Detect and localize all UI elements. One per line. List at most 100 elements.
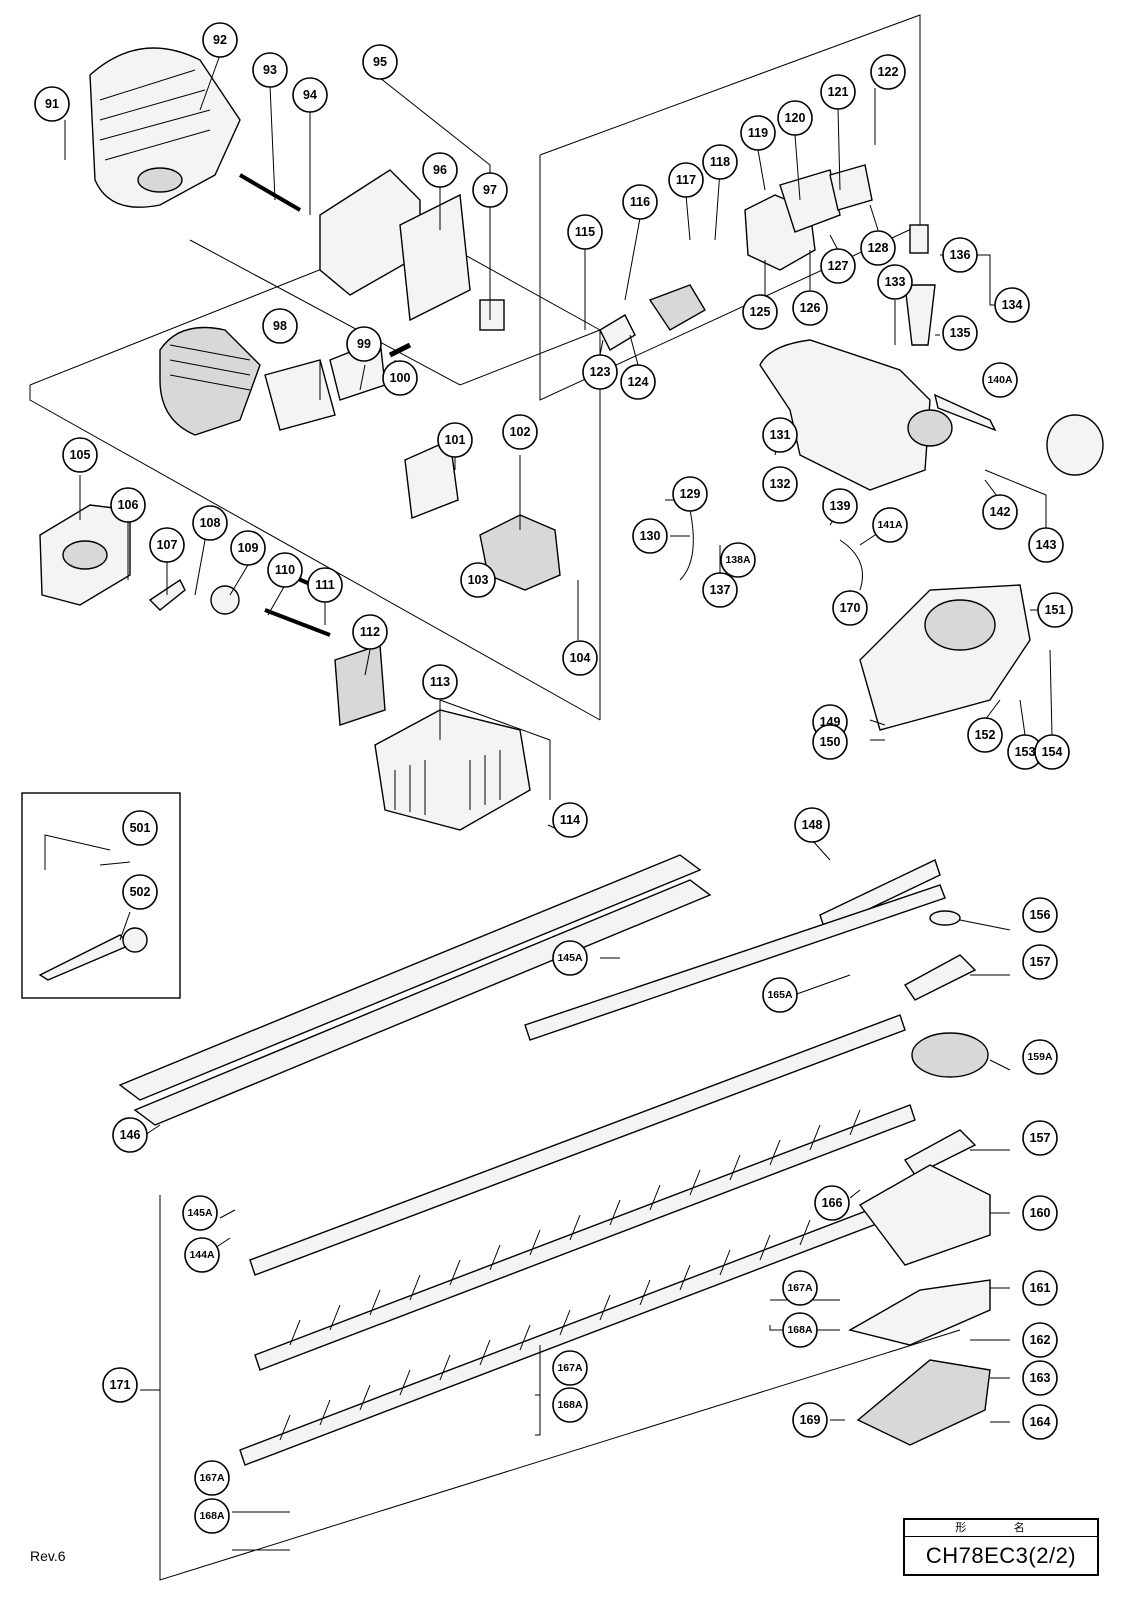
callout-circle: [422, 664, 458, 700]
callout-number: 159A: [1027, 1051, 1053, 1063]
fuel-cap: [1046, 414, 1104, 476]
callout-number: 99: [357, 337, 371, 351]
callout-number: 124: [628, 375, 649, 389]
callout-number: 110: [275, 563, 295, 577]
part-callout-501: 501: [122, 810, 158, 846]
part-callout-108: 108: [192, 505, 228, 541]
gear-case: [856, 1359, 991, 1446]
part-callout-93: 93: [252, 52, 288, 88]
part-callout-146: 146: [112, 1117, 148, 1153]
callout-circle: [252, 52, 288, 88]
callout-number: 103: [468, 573, 489, 587]
callout-number: 133: [885, 275, 906, 289]
callout-number: 156: [1030, 908, 1051, 922]
callout-circle: [877, 264, 913, 300]
part-callout-123: 123: [582, 354, 618, 390]
callout-circle: [472, 172, 508, 208]
callout-number: 140A: [987, 374, 1013, 386]
part-callout-98: 98: [262, 308, 298, 344]
callout-number: 137: [710, 583, 731, 597]
part-callout-161: 161: [1022, 1270, 1058, 1306]
callout-circle: [1022, 1195, 1058, 1231]
callout-circle: [567, 214, 603, 250]
callout-number: 145A: [187, 1207, 213, 1219]
callout-number: 164: [1030, 1415, 1051, 1429]
gear: [911, 1032, 989, 1078]
part-callout-169: 169: [792, 1402, 828, 1438]
callout-number: 105: [70, 448, 91, 462]
callout-number: 119: [748, 126, 768, 140]
callout-circle: [437, 422, 473, 458]
part-callout-140a: 140A: [982, 362, 1018, 398]
callout-circle: [1022, 1039, 1058, 1075]
callout-number: 160: [1030, 1206, 1051, 1220]
part-callout-165a: 165A: [762, 977, 798, 1013]
callout-number: 135: [950, 326, 971, 340]
callout-circle: [720, 542, 756, 578]
callout-number: 136: [950, 248, 971, 262]
part-callout-110: 110: [267, 552, 303, 588]
callout-circle: [62, 437, 98, 473]
callout-number: 122: [878, 65, 899, 79]
callout-number: 125: [750, 305, 771, 319]
callout-circle: [502, 414, 538, 450]
callout-number: 108: [200, 516, 221, 530]
part-callout-100: 100: [382, 360, 418, 396]
part-callout-125: 125: [742, 294, 778, 330]
callout-number: 92: [213, 33, 227, 47]
callouts: 9192939495969798991001011021031041051061…: [34, 22, 1073, 1534]
callout-circle: [872, 507, 908, 543]
part-callout-101: 101: [437, 422, 473, 458]
callout-number: 170: [840, 601, 861, 615]
cutter-blade-1: [254, 1104, 916, 1371]
part-callout-138a: 138A: [720, 542, 756, 578]
part-callout-168a: 168A: [552, 1387, 588, 1423]
part-callout-168a: 168A: [194, 1498, 230, 1534]
part-callout-107: 107: [149, 527, 185, 563]
accessory-box: [21, 792, 181, 999]
callout-circle: [460, 562, 496, 598]
part-callout-118: 118: [702, 144, 738, 180]
callout-circle: [382, 360, 418, 396]
callout-number: 171: [110, 1378, 131, 1392]
part-callout-157: 157: [1022, 944, 1058, 980]
callout-number: 501: [130, 821, 151, 835]
part-callout-145a: 145A: [182, 1195, 218, 1231]
callout-circle: [672, 476, 708, 512]
part-callout-136: 136: [942, 237, 978, 273]
callout-number: 145A: [557, 952, 583, 964]
part-callout-157: 157: [1022, 1120, 1058, 1156]
callout-number: 93: [263, 63, 277, 77]
part-callout-166: 166: [814, 1185, 850, 1221]
callout-number: 502: [130, 885, 151, 899]
callout-circle: [782, 1312, 818, 1348]
cylinder: [159, 326, 261, 436]
callout-circle: [552, 802, 588, 838]
callout-circle: [702, 572, 738, 608]
callout-circle: [777, 100, 813, 136]
part-callout-124: 124: [620, 364, 656, 400]
part-callout-105: 105: [62, 437, 98, 473]
model-header: 形 名: [905, 1520, 1097, 1537]
callout-circle: [982, 362, 1018, 398]
part-callout-127: 127: [820, 248, 856, 284]
callout-number: 102: [510, 425, 531, 439]
callout-number: 106: [118, 498, 139, 512]
callout-circle: [994, 287, 1030, 323]
callout-circle: [422, 152, 458, 188]
part-callout-96: 96: [422, 152, 458, 188]
part-callout-163: 163: [1022, 1360, 1058, 1396]
callout-number: 144A: [189, 1249, 215, 1261]
callout-number: 112: [360, 625, 380, 639]
callout-circle: [552, 940, 588, 976]
callout-circle: [262, 308, 298, 344]
callout-number: 151: [1045, 603, 1066, 617]
hex-wrench: [44, 834, 111, 870]
part-callout-167a: 167A: [552, 1350, 588, 1386]
part-callout-106: 106: [110, 487, 146, 523]
part-callout-126: 126: [792, 290, 828, 326]
part-callout-141a: 141A: [872, 507, 908, 543]
callout-circle: [184, 1237, 220, 1273]
callout-circle: [1022, 944, 1058, 980]
part-callout-502: 502: [122, 874, 158, 910]
